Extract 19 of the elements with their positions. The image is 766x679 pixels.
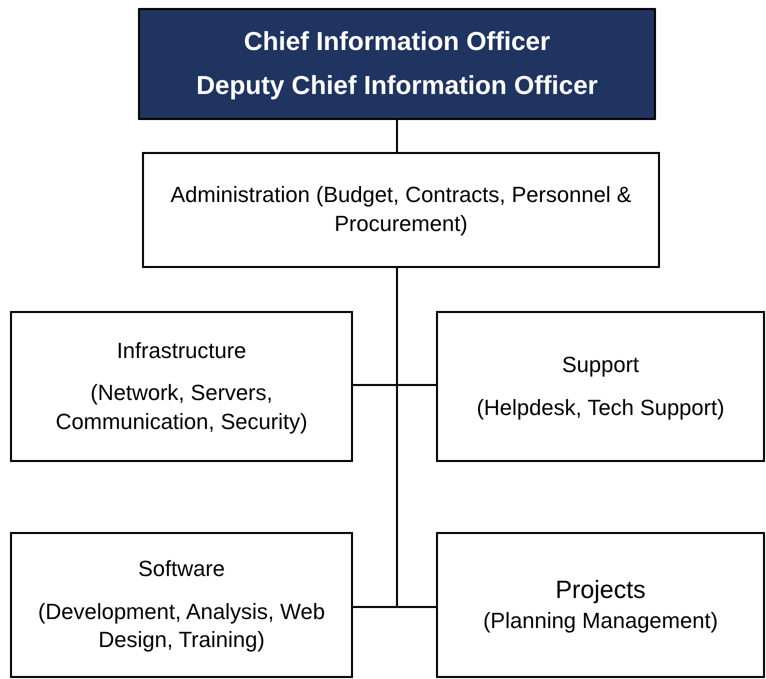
- box-heading: Software: [137, 555, 226, 584]
- process-box: [436, 532, 765, 678]
- box-text: Deputy Chief Information Officer: [195, 69, 599, 102]
- box-text: (Development, Analysis, Web Design, Training): [37, 598, 326, 654]
- connector-line: [396, 120, 398, 152]
- process-box: [142, 152, 660, 268]
- box-text: (Helpdesk, Tech Support): [476, 394, 726, 422]
- box-text: Administration (Budget, Contracts, Personnel & Procurement): [169, 181, 632, 238]
- process-box: [10, 532, 353, 678]
- process-box: [10, 311, 353, 462]
- box-heading: Chief Information Officer: [242, 25, 552, 58]
- box-text: (Network, Servers, Communication, Security): [54, 379, 308, 436]
- connector-line: [396, 268, 436, 608]
- box-text: (Planning Management): [482, 606, 719, 635]
- box-heading: Projects: [554, 575, 647, 606]
- process-box: [436, 311, 765, 462]
- box-heading: Support: [560, 350, 640, 379]
- title-box: [138, 8, 656, 120]
- box-heading: Infrastructure: [116, 336, 248, 365]
